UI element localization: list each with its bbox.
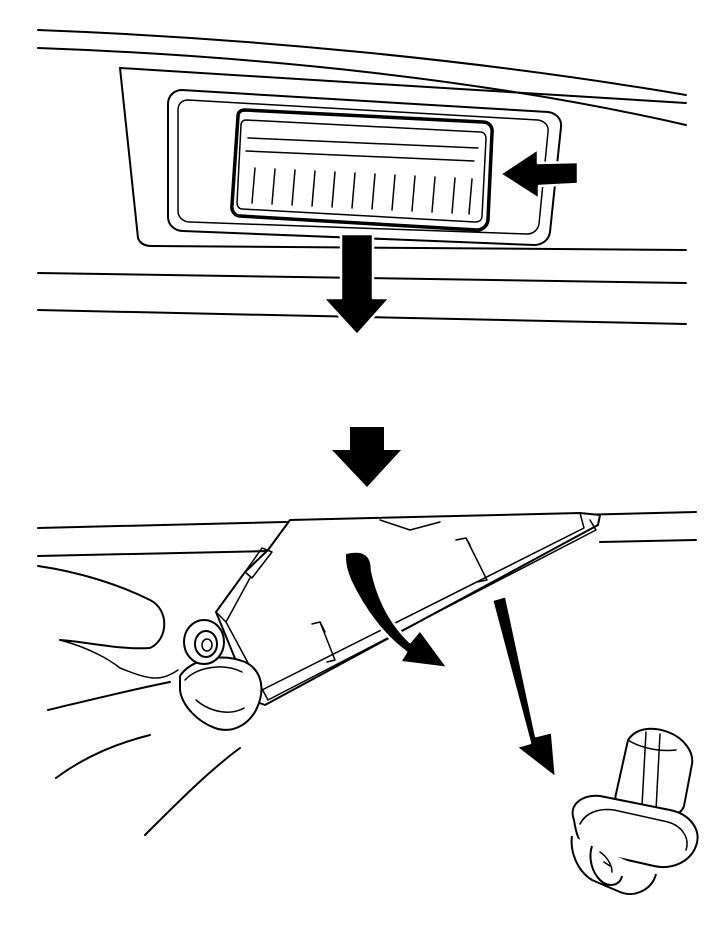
panel-top [37,29,687,337]
body-curve-lower [37,47,687,126]
lamp-recess-edge [119,67,687,104]
lamp-recess-outer [119,67,687,251]
housing-tab-1 [455,537,488,583]
bulb-socket-icon [570,727,699,895]
lamp-housing [215,512,601,706]
lens-ridges [251,167,473,215]
hand-icon [37,565,263,836]
lamp-bezel-outer [167,89,563,246]
bumper-edge-lower-right [599,539,697,543]
remove-bulb-arrow-icon [490,594,558,780]
lamp-lens [230,108,494,232]
step-arrow-icon [332,427,401,487]
panel-bottom [37,511,699,895]
lamp-bezel-inner [177,99,549,235]
bumper-edge-lower [37,550,271,557]
rotate-arrow-icon [343,550,450,670]
pull-down-arrow-icon [321,232,392,337]
grommet-icon [183,619,225,665]
housing-tab-2 [311,621,336,663]
body-curve-upper [37,29,687,96]
push-arrow-icon [498,147,580,201]
